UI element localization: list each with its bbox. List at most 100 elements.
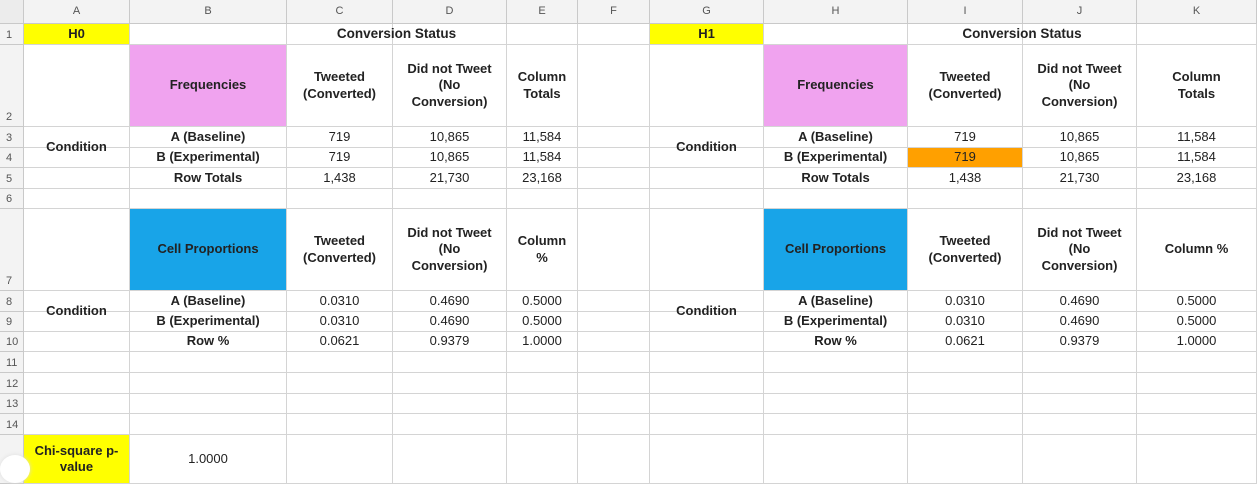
h0-frequencies-header[interactable]: Frequencies: [130, 45, 287, 127]
h1-row-a-baseline[interactable]: A (Baseline): [764, 127, 908, 148]
h1-freq-b-2[interactable]: 11,584: [1137, 148, 1257, 168]
h0-did-not-tweet-header[interactable]: Did not Tweet (No Conversion): [393, 45, 507, 127]
cell[interactable]: [1137, 352, 1257, 373]
cell[interactable]: [578, 394, 650, 414]
cell[interactable]: [764, 394, 908, 414]
h0-did-not-tweet-header-2[interactable]: Did not Tweet (No Conversion): [393, 209, 507, 291]
h0-tweeted-header[interactable]: Tweeted (Converted): [287, 45, 393, 127]
cell[interactable]: [578, 291, 650, 312]
select-all-corner[interactable]: [0, 0, 24, 24]
h1-prop-a-2[interactable]: 0.5000: [1137, 291, 1257, 312]
cell[interactable]: [24, 189, 130, 209]
h1-did-not-tweet-header[interactable]: Did not Tweet (No Conversion): [1023, 45, 1137, 127]
cell[interactable]: [650, 352, 764, 373]
chi-square-label[interactable]: Chi-square p- value: [24, 435, 130, 484]
cell[interactable]: [130, 189, 287, 209]
cell[interactable]: [507, 414, 578, 435]
h0-cell-proportions-header[interactable]: Cell Proportions: [130, 209, 287, 291]
cell[interactable]: [908, 414, 1023, 435]
h1-blank[interactable]: [764, 24, 908, 45]
h1-row-b-experimental-2[interactable]: B (Experimental): [764, 312, 908, 332]
h1-column-totals-header[interactable]: Column Totals: [1137, 45, 1257, 127]
column-header-a[interactable]: A: [24, 0, 130, 24]
h0-prop-b-2[interactable]: 0.5000: [507, 312, 578, 332]
h1-row-pct-0[interactable]: 0.0621: [908, 332, 1023, 352]
h0-conversion-status-header[interactable]: Conversion Status: [287, 24, 507, 45]
cell[interactable]: [507, 189, 578, 209]
h1-prop-a-0[interactable]: 0.0310: [908, 291, 1023, 312]
h1-prop-b-0[interactable]: 0.0310: [908, 312, 1023, 332]
h1-did-not-tweet-header-2[interactable]: Did not Tweet (No Conversion): [1023, 209, 1137, 291]
cell[interactable]: [287, 373, 393, 394]
cell[interactable]: [578, 45, 650, 127]
cell[interactable]: [24, 373, 130, 394]
h1-prop-b-2[interactable]: 0.5000: [1137, 312, 1257, 332]
cell[interactable]: [507, 352, 578, 373]
cell[interactable]: [908, 352, 1023, 373]
h0-freq-a-2[interactable]: 11,584: [507, 127, 578, 148]
cell[interactable]: [764, 373, 908, 394]
cell[interactable]: [287, 435, 393, 484]
cell[interactable]: [908, 435, 1023, 484]
h1-a5[interactable]: [650, 168, 764, 189]
h0-row-totals-label[interactable]: Row Totals: [130, 168, 287, 189]
h1-row-pct-2[interactable]: 1.0000: [1137, 332, 1257, 352]
h0-prop-a-2[interactable]: 0.5000: [507, 291, 578, 312]
h0-prop-b-1[interactable]: 0.4690: [393, 312, 507, 332]
cell[interactable]: [24, 394, 130, 414]
cell[interactable]: [1023, 435, 1137, 484]
h1-freq-total-0[interactable]: 1,438: [908, 168, 1023, 189]
row-header-5[interactable]: 5: [0, 168, 24, 189]
h1-freq-b-1[interactable]: 10,865: [1023, 148, 1137, 168]
column-header-b[interactable]: B: [130, 0, 287, 24]
cell[interactable]: [393, 414, 507, 435]
h0-freq-a-1[interactable]: 10,865: [393, 127, 507, 148]
row-header-13[interactable]: 13: [0, 394, 24, 414]
row-header-11[interactable]: 11: [0, 352, 24, 373]
cell[interactable]: [507, 435, 578, 484]
h0-row-pct-1[interactable]: 0.9379: [393, 332, 507, 352]
h1-row-pct-1[interactable]: 0.9379: [1023, 332, 1137, 352]
column-header-i[interactable]: I: [908, 0, 1023, 24]
cell[interactable]: [908, 189, 1023, 209]
h1-tweeted-header-2[interactable]: Tweeted (Converted): [908, 209, 1023, 291]
cell[interactable]: [578, 352, 650, 373]
h0-a2[interactable]: [24, 45, 130, 127]
cell[interactable]: [130, 373, 287, 394]
cell[interactable]: [578, 209, 650, 291]
h1-prop-b-1[interactable]: 0.4690: [1023, 312, 1137, 332]
cell[interactable]: [650, 394, 764, 414]
h0-column-pct-header[interactable]: Column %: [507, 209, 578, 291]
h1-frequencies-header[interactable]: Frequencies: [764, 45, 908, 127]
row-header-3[interactable]: 3: [0, 127, 24, 148]
h0-label[interactable]: H0: [24, 24, 130, 45]
h0-freq-total-0[interactable]: 1,438: [287, 168, 393, 189]
row-header-9[interactable]: 9: [0, 312, 24, 332]
cell[interactable]: [578, 435, 650, 484]
h1-freq-b-0[interactable]: 719: [908, 148, 1023, 168]
h1-a10[interactable]: [650, 332, 764, 352]
cell[interactable]: [507, 373, 578, 394]
h1-a7[interactable]: [650, 209, 764, 291]
cell[interactable]: [764, 189, 908, 209]
cell[interactable]: [1023, 189, 1137, 209]
cell[interactable]: [578, 414, 650, 435]
cell[interactable]: [764, 352, 908, 373]
row-header-2[interactable]: 2: [0, 45, 24, 127]
h1-blank-e1[interactable]: [1137, 24, 1257, 45]
row-header-6[interactable]: 6: [0, 189, 24, 209]
cell[interactable]: [1023, 373, 1137, 394]
column-header-h[interactable]: H: [764, 0, 908, 24]
cell[interactable]: [287, 189, 393, 209]
row-header-7[interactable]: 7: [0, 209, 24, 291]
h1-cell-proportions-header[interactable]: Cell Proportions: [764, 209, 908, 291]
cell[interactable]: [578, 373, 650, 394]
h1-row-totals-label[interactable]: Row Totals: [764, 168, 908, 189]
cell[interactable]: [1137, 435, 1257, 484]
h1-prop-a-1[interactable]: 0.4690: [1023, 291, 1137, 312]
column-header-e[interactable]: E: [507, 0, 578, 24]
cell[interactable]: [24, 352, 130, 373]
h0-freq-total-1[interactable]: 21,730: [393, 168, 507, 189]
column-header-k[interactable]: K: [1137, 0, 1257, 24]
